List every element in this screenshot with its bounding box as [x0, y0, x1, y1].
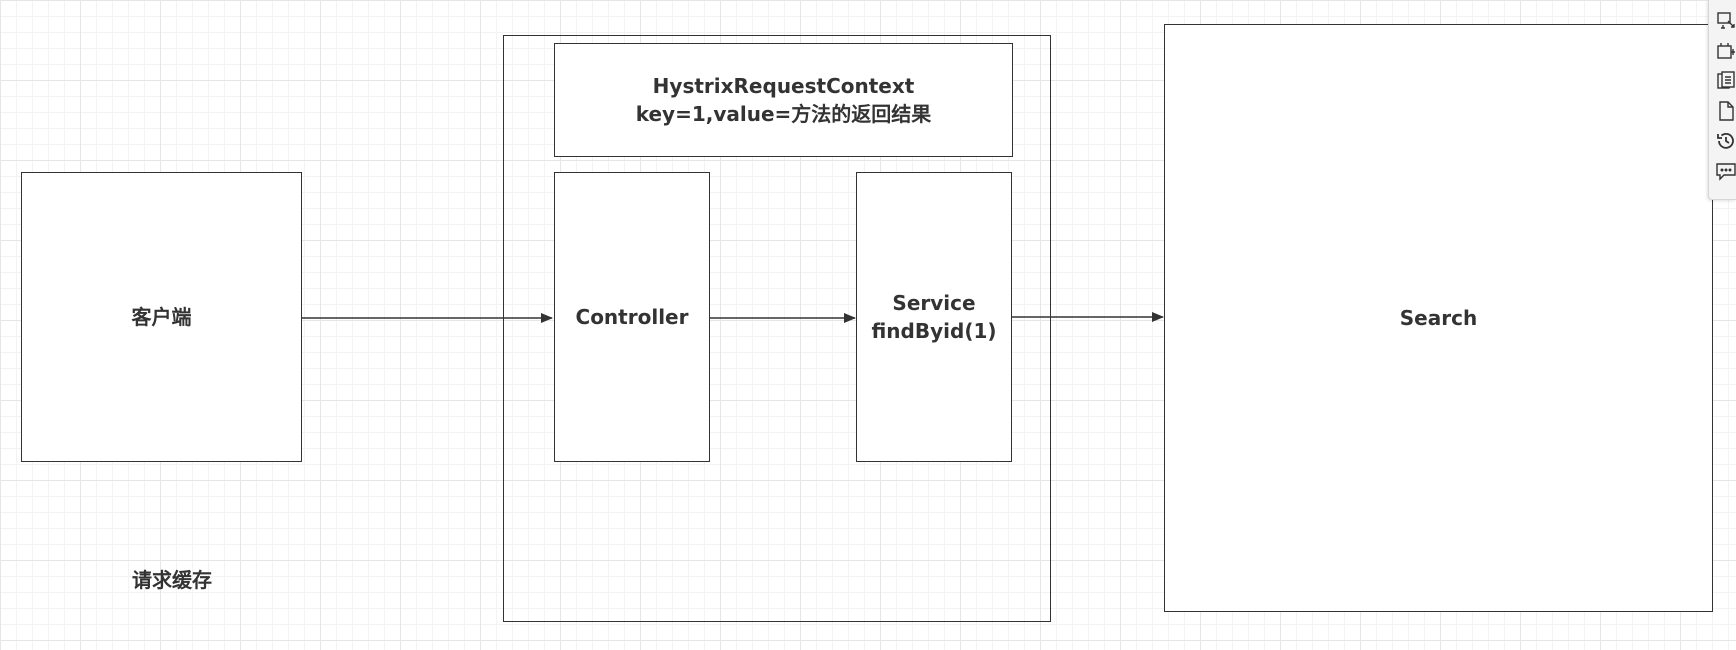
- search-label: Search: [1399, 306, 1478, 330]
- app-container-box[interactable]: [503, 35, 1051, 622]
- comment-icon[interactable]: [1715, 160, 1736, 182]
- service-label: Service findByid(1): [871, 291, 997, 343]
- diagram-caption: 请求缓存: [132, 568, 212, 592]
- editor-side-toolbar: [1708, 0, 1736, 200]
- request-context-label: HystrixRequestContext key=1,value=方法的返回结…: [635, 74, 932, 126]
- page-size-icon[interactable]: [1715, 40, 1736, 62]
- client-label: 客户端: [131, 305, 192, 329]
- format-icon[interactable]: [1715, 10, 1736, 32]
- page-icon[interactable]: [1715, 100, 1736, 122]
- request-context-box[interactable]: HystrixRequestContext key=1,value=方法的返回结…: [554, 43, 1013, 157]
- service-box[interactable]: Service findByid(1): [856, 172, 1012, 462]
- history-icon[interactable]: [1715, 130, 1736, 152]
- controller-box[interactable]: Controller: [554, 172, 710, 462]
- copy-icon[interactable]: [1715, 70, 1736, 92]
- controller-label: Controller: [575, 305, 689, 329]
- search-box[interactable]: Search: [1164, 24, 1713, 612]
- client-box[interactable]: 客户端: [21, 172, 302, 462]
